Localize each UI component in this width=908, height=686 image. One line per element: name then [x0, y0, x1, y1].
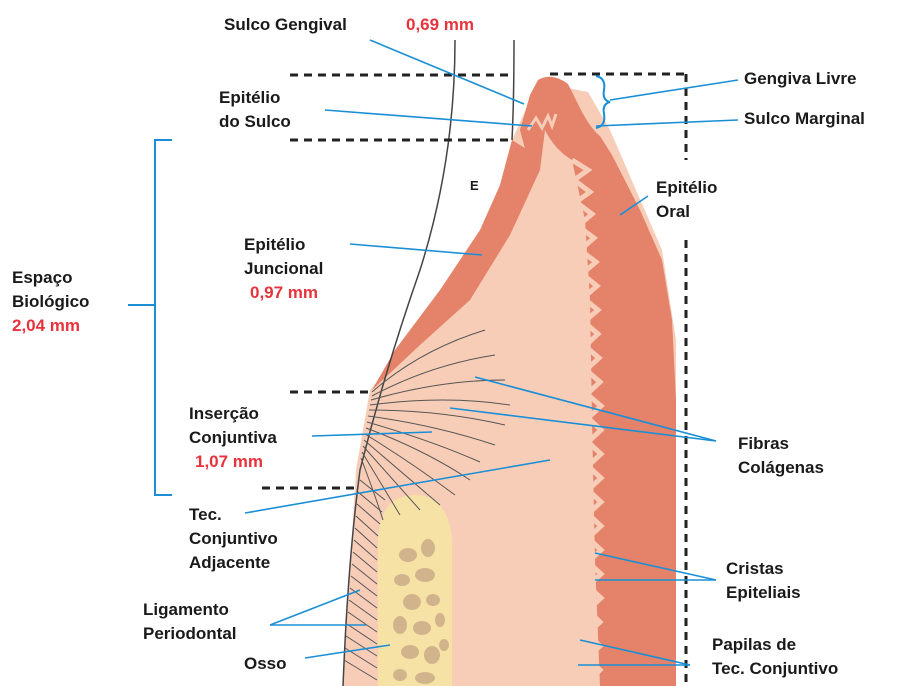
- label-papilas-tec-conjuntivo: Papilas de Tec. Conjuntivo: [712, 633, 838, 681]
- label-insercao-conjuntiva: Inserção Conjuntiva 1,07 mm: [189, 402, 277, 474]
- label-epitelio-juncional-value: 0,97 mm: [244, 281, 323, 305]
- label-line: Inserção: [189, 402, 277, 426]
- label-line: Epitélio: [219, 86, 291, 110]
- label-espaco-biologico: Espaço Biológico 2,04 mm: [12, 266, 89, 338]
- label-epitelio-juncional: Epitélio Juncional 0,97 mm: [244, 233, 323, 305]
- label-sulco-gengival: Sulco Gengival: [224, 13, 347, 37]
- label-line: Colágenas: [738, 456, 824, 480]
- label-line: Epitélio: [244, 233, 323, 257]
- label-cristas-epiteliais: Cristas Epiteliais: [726, 557, 801, 605]
- label-fibras-colagenas: Fibras Colágenas: [738, 432, 824, 480]
- label-tec-conjuntivo-adjacente: Tec. Conjuntivo Adjacente: [189, 503, 278, 575]
- label-line: Epiteliais: [726, 581, 801, 605]
- label-e-marker: E: [470, 174, 479, 198]
- label-sulco-marginal: Sulco Marginal: [744, 107, 865, 131]
- label-line: Tec. Conjuntivo: [712, 657, 838, 681]
- label-line: Espaço: [12, 266, 89, 290]
- label-epitelio-oral: Epitélio Oral: [656, 176, 717, 224]
- label-epitelio-sulco: Epitélio do Sulco: [219, 86, 291, 134]
- label-espaco-value: 2,04 mm: [12, 314, 89, 338]
- label-line: Periodontal: [143, 622, 237, 646]
- label-line: Epitélio: [656, 176, 717, 200]
- label-line: Conjuntivo: [189, 527, 278, 551]
- label-line: Cristas: [726, 557, 801, 581]
- label-line: do Sulco: [219, 110, 291, 134]
- label-line: Adjacente: [189, 551, 278, 575]
- label-line: Tec.: [189, 503, 278, 527]
- label-line: Oral: [656, 200, 717, 224]
- label-line: Juncional: [244, 257, 323, 281]
- label-line: Ligamento: [143, 598, 237, 622]
- label-line: Biológico: [12, 290, 89, 314]
- label-line: Papilas de: [712, 633, 838, 657]
- label-ligamento-periodontal: Ligamento Periodontal: [143, 598, 237, 646]
- label-line: Fibras: [738, 432, 824, 456]
- label-line: Conjuntiva: [189, 426, 277, 450]
- label-gengiva-livre: Gengiva Livre: [744, 67, 856, 91]
- label-osso: Osso: [244, 652, 287, 676]
- label-sulco-gengival-value: 0,69 mm: [406, 13, 474, 37]
- biologic-space-bracket: [128, 140, 172, 495]
- label-insercao-value: 1,07 mm: [189, 450, 277, 474]
